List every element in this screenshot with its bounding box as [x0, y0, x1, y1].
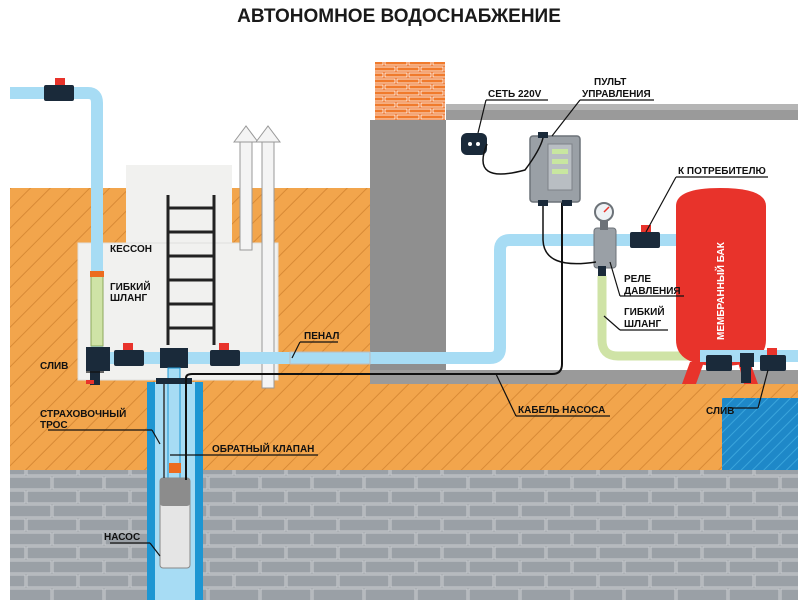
- pressure-relay[interactable]: [593, 227, 617, 269]
- chimney: [375, 62, 445, 120]
- label-flex-hose-right-1: ГИБКИЙ: [624, 305, 665, 318]
- flex-hose-right: [597, 276, 700, 361]
- label-membrane-tank: МЕМБРАННЫЙ БАК: [714, 241, 727, 340]
- label-caisson: КЕССОН: [110, 244, 152, 255]
- check-valve: [169, 463, 181, 473]
- label-mains: СЕТЬ 220V: [488, 89, 542, 100]
- penal-sleeve: [289, 351, 371, 365]
- label-drain-left: СЛИВ: [40, 361, 68, 372]
- label-drain-right: СЛИВ: [706, 406, 734, 417]
- label-flex-hose-left-2: ШЛАНГ: [110, 293, 148, 304]
- diagram-title: АВТОНОМНОЕ ВОДОСНАБЖЕНИЕ: [237, 6, 561, 27]
- pump-cable: [185, 200, 563, 480]
- label-control-panel-2: УПРАВЛЕНИЯ: [582, 89, 651, 100]
- label-check-valve: ОБРАТНЫЙ КЛАПАН: [212, 442, 314, 455]
- label-pressure-relay-1: РЕЛЕ: [624, 274, 651, 285]
- tank-valve[interactable]: [706, 355, 732, 371]
- label-pump: НАСОС: [104, 532, 140, 543]
- label-penal: ПЕНАЛ: [304, 331, 339, 342]
- tee-well: [160, 348, 188, 368]
- valve-2[interactable]: [210, 350, 240, 366]
- label-pump-cable: КАБЕЛЬ НАСОСА: [518, 405, 605, 416]
- relay-wire: [542, 206, 597, 265]
- inlet-valve-handle: [55, 78, 65, 85]
- label-flex-hose-left-1: ГИБКИЙ: [110, 280, 151, 293]
- main-pipe: [100, 234, 680, 364]
- inlet-valve[interactable]: [44, 85, 74, 101]
- flex-hose-left: [90, 275, 104, 347]
- drain-valve-left[interactable]: [90, 371, 100, 385]
- house-floor: [370, 370, 798, 384]
- tee-left: [86, 347, 110, 371]
- consumer-valve[interactable]: [630, 232, 660, 248]
- bedrock: [10, 470, 798, 600]
- label-safety-rope-1: СТРАХОВОЧНЫЙ: [40, 407, 126, 420]
- label-control-panel-1: ПУЛЬТ: [594, 77, 626, 88]
- soil-under-house: [370, 382, 720, 470]
- label-pressure-relay-2: ДАВЛЕНИЯ: [624, 286, 681, 297]
- valve-1[interactable]: [114, 350, 144, 366]
- label-safety-rope-2: ТРОС: [40, 420, 68, 431]
- house-wall-left: [370, 120, 446, 382]
- ladder: [166, 195, 216, 345]
- drain-valve-right[interactable]: [760, 355, 786, 371]
- membrane-tank: [676, 188, 766, 384]
- inlet-pipe: [10, 87, 103, 350]
- drain-pit: [722, 398, 798, 470]
- mains-wire: [482, 137, 544, 175]
- power-socket[interactable]: [461, 133, 487, 155]
- label-flex-hose-right-2: ШЛАНГ: [624, 319, 662, 330]
- label-to-consumer: К ПОТРЕБИТЕЛЮ: [678, 166, 766, 177]
- vent-pipes: [233, 125, 281, 389]
